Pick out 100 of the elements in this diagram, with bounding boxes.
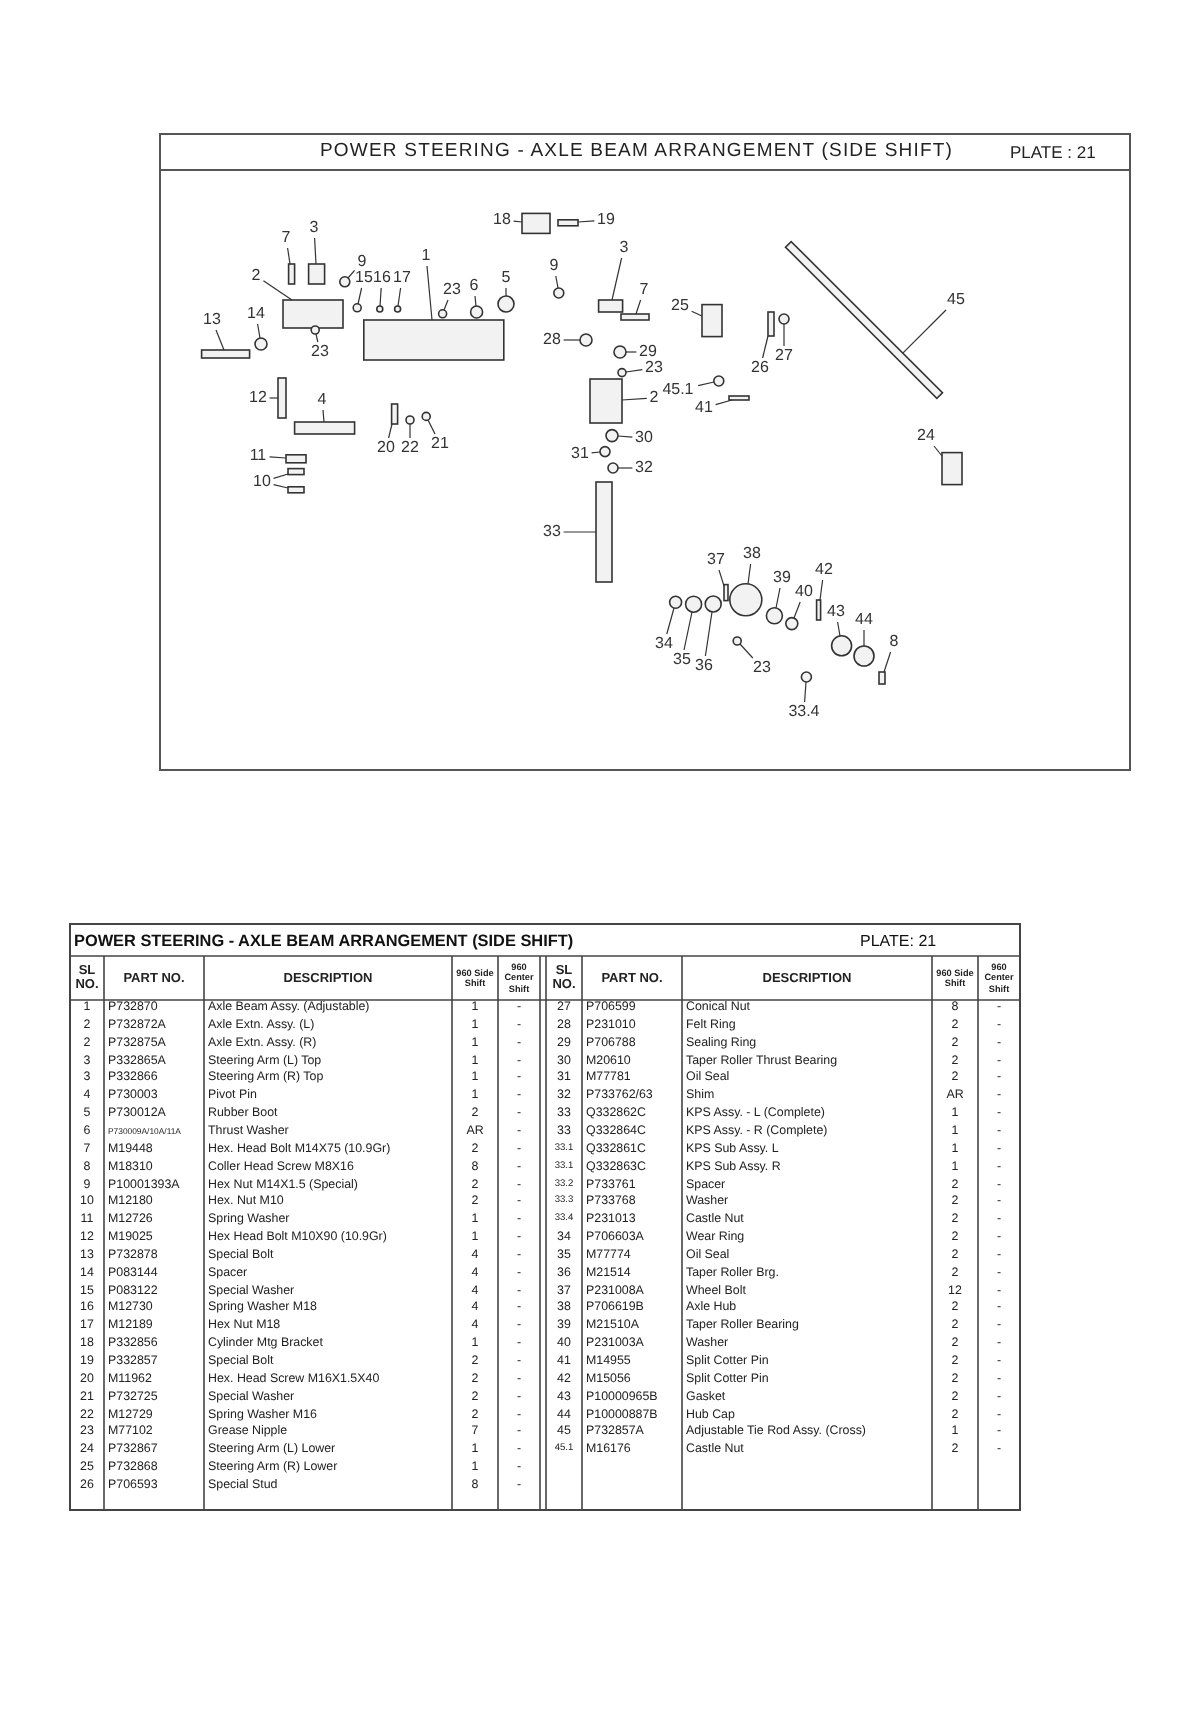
washer-drawing xyxy=(778,313,790,325)
callout-number: 2 xyxy=(648,390,660,406)
washer-drawing xyxy=(393,305,402,313)
leader-line xyxy=(775,587,781,609)
leader-line xyxy=(563,531,597,533)
callout-number: 13 xyxy=(202,312,222,328)
part-drawing xyxy=(293,421,356,435)
leader-line xyxy=(426,265,433,321)
callout-number: 12 xyxy=(248,390,268,406)
part-drawing xyxy=(557,219,579,227)
leader-line xyxy=(718,569,725,587)
leader-line xyxy=(804,681,807,703)
washer-drawing xyxy=(613,345,627,359)
washer-drawing xyxy=(830,635,853,657)
leader-line xyxy=(704,611,713,657)
leader-line xyxy=(611,257,623,301)
callout-number: 40 xyxy=(794,584,814,600)
washer-drawing xyxy=(310,325,320,335)
washer-drawing xyxy=(765,607,784,625)
callout-number: 42 xyxy=(814,562,834,578)
leader-line xyxy=(315,333,319,343)
leader-line xyxy=(793,601,801,619)
washer-drawing xyxy=(405,415,415,425)
part-drawing xyxy=(287,263,296,285)
callout-number: 30 xyxy=(634,430,654,446)
callout-number: 20 xyxy=(376,440,396,456)
callout-number: 18 xyxy=(492,212,512,228)
leader-line xyxy=(617,435,633,438)
callout-number: 43 xyxy=(826,604,846,620)
leader-line xyxy=(819,579,824,601)
callout-number: 22 xyxy=(400,440,420,456)
leader-line xyxy=(269,456,287,459)
callout-number: 31 xyxy=(570,446,590,462)
callout-number: 29 xyxy=(638,344,658,360)
leader-line xyxy=(635,299,642,315)
part-drawing xyxy=(941,451,963,486)
part-drawing xyxy=(200,349,251,359)
plate-number: PLATE: 21 xyxy=(860,932,937,950)
leader-line xyxy=(322,409,325,423)
leader-line xyxy=(837,621,841,637)
plate-number: PLATE : 21 xyxy=(1010,142,1096,162)
washer-drawing xyxy=(376,305,384,313)
leader-line xyxy=(409,423,411,439)
leader-line xyxy=(883,651,892,673)
washer-drawing xyxy=(617,367,627,378)
callout-number: 10 xyxy=(252,474,272,490)
washer-drawing xyxy=(599,445,611,458)
callout-number: 21 xyxy=(430,436,450,452)
callout-number: 1 xyxy=(420,248,432,264)
callout-number: 36 xyxy=(694,658,714,674)
washer-drawing xyxy=(339,276,351,288)
washer-drawing xyxy=(553,287,565,299)
callout-number: 27 xyxy=(774,348,794,364)
leader-line xyxy=(215,329,225,351)
part-drawing xyxy=(620,313,650,321)
leader-line xyxy=(902,309,947,354)
callout-number: 45 xyxy=(946,292,966,308)
callout-number: 3 xyxy=(308,220,320,236)
leader-line xyxy=(505,287,507,297)
leader-line xyxy=(262,280,293,301)
callout-number: 25 xyxy=(670,298,690,314)
part-drawing xyxy=(597,299,624,313)
table-title: POWER STEERING - AXLE BEAM ARRANGEMENT (SIDE SHIFT) xyxy=(74,932,574,950)
leader-line xyxy=(577,220,595,223)
callout-number: 41 xyxy=(694,400,714,416)
leader-line xyxy=(397,287,402,307)
leader-line xyxy=(617,467,633,469)
washer-drawing xyxy=(497,295,515,313)
part-drawing xyxy=(815,599,822,621)
callout-number: 35 xyxy=(672,652,692,668)
leader-line xyxy=(666,607,675,635)
part-drawing xyxy=(285,454,307,464)
washer-drawing xyxy=(352,303,362,313)
washer-drawing xyxy=(704,595,722,613)
leader-line xyxy=(443,299,449,311)
leader-line xyxy=(747,563,752,585)
part-drawing xyxy=(277,377,287,419)
callout-number: 9 xyxy=(548,258,560,274)
callout-number: 6 xyxy=(468,278,480,294)
part-drawing xyxy=(363,319,505,361)
callout-number: 19 xyxy=(596,212,616,228)
leader-line xyxy=(314,237,317,265)
drawing-title: POWER STEERING - AXLE BEAM ARRANGEMENT (SIDE SHIFT) xyxy=(320,140,954,162)
callout-number: 11 xyxy=(248,448,268,464)
callout-number: 7 xyxy=(280,230,292,246)
leader-line xyxy=(357,287,363,305)
leader-line xyxy=(273,484,289,489)
callout-number: 23 xyxy=(442,282,462,298)
leader-line xyxy=(379,287,382,307)
part-drawing xyxy=(287,486,305,494)
washer-drawing xyxy=(668,595,683,609)
callout-number: 8 xyxy=(888,634,900,650)
callout-number: 23 xyxy=(752,660,772,676)
washer-drawing xyxy=(732,636,742,646)
leader-line xyxy=(621,397,648,401)
leader-line xyxy=(474,295,477,307)
callout-number: 37 xyxy=(706,552,726,568)
callout-number: 32 xyxy=(634,460,654,476)
part-drawing xyxy=(287,467,305,476)
leader-line xyxy=(563,339,581,341)
